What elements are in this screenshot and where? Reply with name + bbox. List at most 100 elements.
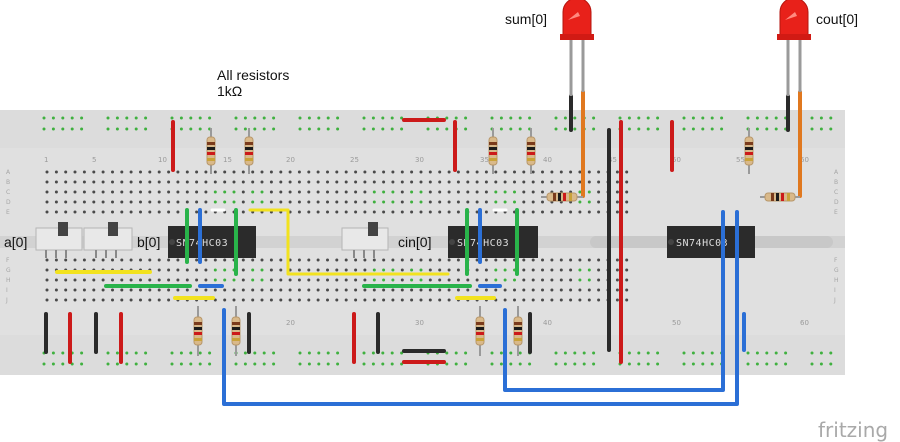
rail-hole — [336, 362, 340, 366]
hole — [326, 268, 329, 272]
hole — [503, 258, 507, 262]
rail-hole — [208, 116, 212, 120]
hole — [92, 170, 96, 174]
hole — [569, 258, 573, 262]
hole — [503, 298, 507, 302]
hole — [335, 278, 339, 282]
hole — [297, 190, 301, 194]
hole — [335, 258, 339, 262]
hole — [326, 210, 329, 214]
switch-cin[interactable] — [341, 222, 389, 258]
rail-hole — [784, 351, 788, 355]
hole — [400, 258, 404, 262]
rail-hole — [298, 362, 302, 366]
hole — [307, 190, 311, 194]
resistor-band — [207, 142, 215, 145]
hole — [484, 258, 488, 262]
hole — [101, 180, 105, 184]
hole — [64, 258, 68, 262]
row-letter: I — [834, 287, 836, 294]
resistor-band — [207, 158, 215, 161]
hole — [54, 258, 58, 262]
resistor — [193, 306, 203, 356]
hole — [363, 278, 367, 282]
hole — [232, 190, 236, 194]
hole — [307, 170, 311, 174]
resistor-band — [745, 147, 753, 150]
hole — [597, 298, 601, 302]
hole — [344, 210, 348, 214]
hole — [419, 200, 423, 204]
hole — [129, 180, 133, 184]
hole — [438, 278, 442, 282]
hole — [92, 288, 96, 292]
hole — [288, 180, 292, 184]
hole — [120, 180, 124, 184]
column-number: 30 — [415, 156, 424, 164]
hole — [101, 190, 105, 194]
rail-hole — [701, 116, 705, 120]
hole — [344, 258, 348, 262]
rail-hole — [755, 116, 759, 120]
rail-hole — [518, 116, 522, 120]
hole — [111, 180, 114, 184]
rail-hole — [755, 351, 759, 355]
hole — [625, 258, 629, 262]
rail-hole — [125, 127, 129, 131]
hole — [64, 180, 68, 184]
hole — [344, 278, 348, 282]
rail-hole — [134, 116, 138, 120]
rail-hole — [198, 351, 202, 355]
rail-hole — [189, 351, 193, 355]
rail-hole — [563, 116, 567, 120]
rail-hole — [656, 351, 660, 355]
rail-hole — [262, 362, 266, 366]
hole — [475, 180, 479, 184]
hole — [447, 180, 451, 184]
column-number: 15 — [223, 156, 232, 164]
rail-hole — [371, 127, 375, 131]
hole — [195, 268, 199, 272]
hole — [241, 278, 245, 282]
hole — [541, 200, 544, 204]
hole — [64, 298, 68, 302]
hole — [354, 298, 358, 302]
hole — [279, 258, 283, 262]
rail-hole — [106, 127, 110, 131]
hole — [559, 278, 563, 282]
hole — [597, 190, 601, 194]
resistor-band — [245, 147, 253, 150]
hole — [559, 268, 563, 272]
hole — [569, 288, 573, 292]
hole — [326, 298, 329, 302]
rail-hole — [134, 351, 138, 355]
hole — [157, 200, 161, 204]
row-letter: A — [834, 169, 839, 176]
chip-3-label: SN74HC03 — [676, 238, 728, 249]
hole — [475, 288, 479, 292]
hole — [447, 190, 451, 194]
switch-b[interactable] — [83, 222, 133, 258]
hole — [204, 210, 208, 214]
rail-hole — [819, 351, 823, 355]
hole — [363, 258, 367, 262]
switch-a[interactable] — [35, 222, 83, 258]
rail-hole — [208, 362, 212, 366]
rail-hole — [298, 127, 302, 131]
rail-hole — [371, 116, 375, 120]
hole — [382, 180, 386, 184]
row-letter: J — [5, 297, 8, 304]
hole — [232, 200, 236, 204]
rail-hole — [656, 116, 660, 120]
resistor — [206, 128, 216, 174]
resistor — [244, 128, 254, 174]
hole — [213, 278, 217, 282]
hole — [139, 298, 142, 302]
row-letter: F — [6, 257, 10, 264]
hole — [354, 258, 358, 262]
hole — [73, 190, 77, 194]
hole — [297, 210, 301, 214]
hole — [494, 268, 498, 272]
hole — [494, 190, 498, 194]
rail-hole — [125, 116, 129, 120]
